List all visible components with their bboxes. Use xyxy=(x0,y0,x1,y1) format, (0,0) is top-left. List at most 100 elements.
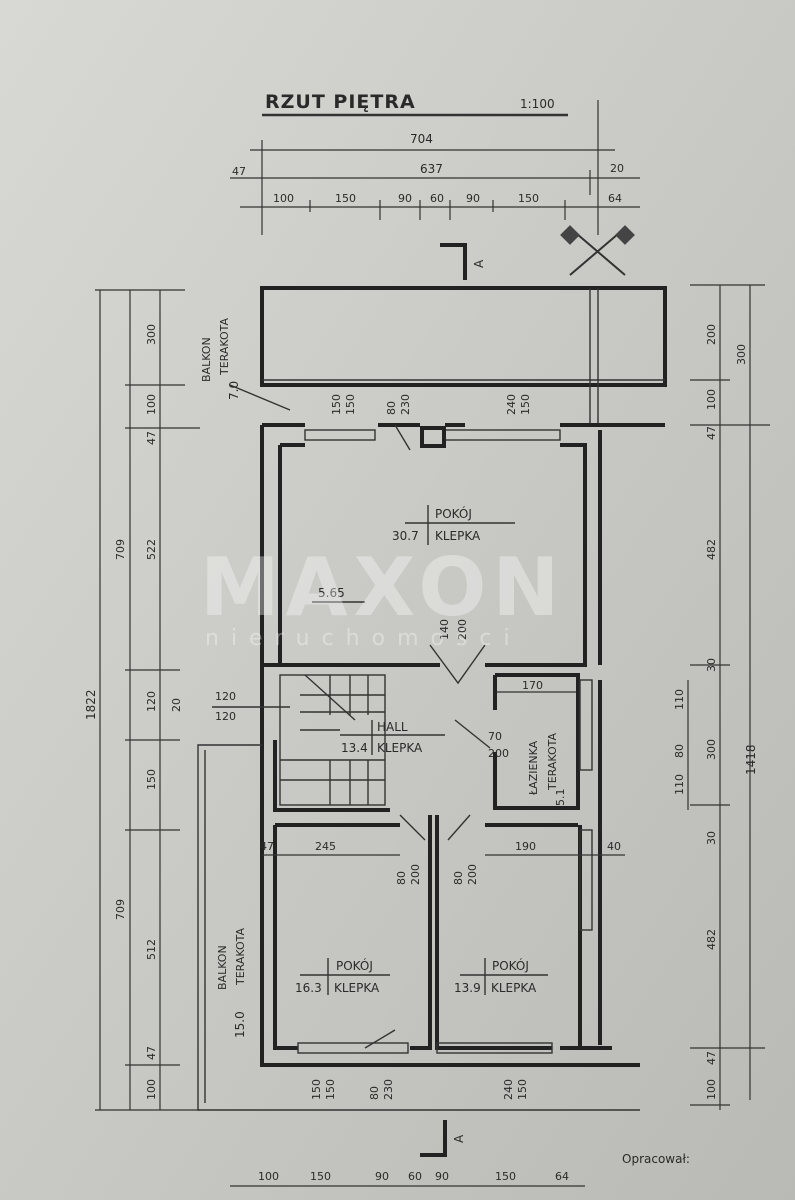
dim-right-offset: 20 xyxy=(610,162,624,175)
svg-text:240: 240 xyxy=(505,394,518,415)
balcony-top-area: 7.0 xyxy=(227,381,241,400)
svg-text:230: 230 xyxy=(382,1079,395,1100)
svg-text:60: 60 xyxy=(408,1170,422,1183)
svg-text:TERAKOTA: TERAKOTA xyxy=(546,732,559,791)
svg-text:110: 110 xyxy=(673,774,686,795)
door-swings xyxy=(364,424,491,1049)
svg-text:KLEPKA: KLEPKA xyxy=(435,529,481,543)
svg-text:300: 300 xyxy=(705,739,718,760)
svg-text:80: 80 xyxy=(452,871,465,885)
svg-text:200: 200 xyxy=(466,864,479,885)
svg-text:KLEPKA: KLEPKA xyxy=(377,741,423,755)
svg-text:200: 200 xyxy=(488,747,509,760)
svg-text:230: 230 xyxy=(399,394,412,415)
svg-text:80: 80 xyxy=(395,871,408,885)
svg-text:5.1: 5.1 xyxy=(554,789,567,807)
svg-text:TERAKOTA: TERAKOTA xyxy=(234,927,247,986)
svg-text:150: 150 xyxy=(516,1079,529,1100)
svg-text:300: 300 xyxy=(735,344,748,365)
svg-text:170: 170 xyxy=(522,679,543,692)
svg-text:13.9: 13.9 xyxy=(454,981,481,995)
svg-text:140: 140 xyxy=(438,619,451,640)
svg-text:100: 100 xyxy=(145,394,158,415)
balcony-left: BALKON TERAKOTA 15.0 xyxy=(197,744,640,1111)
svg-text:47: 47 xyxy=(705,426,718,440)
svg-text:150: 150 xyxy=(310,1170,331,1183)
balcony-top-name: BALKON xyxy=(200,337,213,382)
svg-text:POKÓJ: POKÓJ xyxy=(435,506,472,521)
room-right: POKÓJ KLEPKA 13.9 xyxy=(454,958,548,995)
svg-text:150: 150 xyxy=(519,394,532,415)
svg-text:709: 709 xyxy=(114,539,127,560)
room-hall: HALL KLEPKA 13.4 xyxy=(340,720,445,755)
svg-text:120: 120 xyxy=(145,691,158,712)
svg-text:80: 80 xyxy=(385,401,398,415)
watermark-sub: nieruchomości xyxy=(205,626,522,651)
svg-text:1418: 1418 xyxy=(744,744,758,775)
dim-seg: 64 xyxy=(608,192,622,205)
dim-inner-width: 637 xyxy=(420,162,443,176)
left-dimensions: 1822 709 709 300 100 47 522 120 20 150 5… xyxy=(84,289,200,1111)
svg-text:47: 47 xyxy=(705,1051,718,1065)
svg-text:30.7: 30.7 xyxy=(392,529,419,543)
svg-text:A: A xyxy=(452,1134,466,1143)
svg-text:200: 200 xyxy=(409,864,422,885)
svg-text:80: 80 xyxy=(368,1086,381,1100)
svg-text:40: 40 xyxy=(607,840,621,853)
walls xyxy=(260,423,665,1067)
svg-text:709: 709 xyxy=(114,899,127,920)
svg-text:30: 30 xyxy=(705,831,718,845)
svg-text:120: 120 xyxy=(215,710,236,723)
svg-text:47: 47 xyxy=(145,1046,158,1060)
room-bathroom: ŁAZIENKA TERAKOTA 5.1 xyxy=(527,732,567,806)
dim-seg: 90 xyxy=(466,192,480,205)
room-living: POKÓJ KLEPKA 30.7 xyxy=(392,505,515,545)
ventilation-column xyxy=(579,679,593,931)
svg-text:150: 150 xyxy=(310,1079,323,1100)
bottom-dimensions: 100 150 90 60 90 150 64 xyxy=(230,1170,585,1187)
svg-text:190: 190 xyxy=(515,840,536,853)
svg-text:100: 100 xyxy=(145,1079,158,1100)
svg-text:110: 110 xyxy=(673,689,686,710)
svg-text:200: 200 xyxy=(705,324,718,345)
staircase xyxy=(279,674,386,806)
svg-text:200: 200 xyxy=(456,619,469,640)
svg-text:245: 245 xyxy=(315,840,336,853)
right-dimensions: 200 100 47 482 30 110 80 110 30 482 47 1… xyxy=(673,284,770,1110)
svg-text:KLEPKA: KLEPKA xyxy=(334,981,380,995)
svg-text:522: 522 xyxy=(145,539,158,560)
svg-text:482: 482 xyxy=(705,539,718,560)
svg-text:150: 150 xyxy=(324,1079,337,1100)
balcony-top: BALKON TERAKOTA 7.0 xyxy=(200,286,667,425)
top-dimensions: 704 637 47 20 100 150 90 60 90 150 64 xyxy=(230,100,640,235)
balcony-top-floor: TERAKOTA xyxy=(218,317,231,376)
dim-left-offset: 47 xyxy=(232,165,246,178)
svg-text:150: 150 xyxy=(344,394,357,415)
svg-text:1822: 1822 xyxy=(84,689,98,720)
svg-text:30: 30 xyxy=(705,658,718,672)
svg-text:ŁAZIENKA: ŁAZIENKA xyxy=(527,740,540,796)
svg-text:64: 64 xyxy=(555,1170,569,1183)
opening-labels: 150 150 80 230 240 150 140 200 120 120 7… xyxy=(212,394,532,1100)
section-marker-bottom: A xyxy=(420,1120,466,1157)
svg-text:POKÓJ: POKÓJ xyxy=(492,958,529,973)
svg-text:150: 150 xyxy=(330,394,343,415)
windows xyxy=(297,426,561,1054)
author-label: Opracował: xyxy=(622,1152,690,1166)
dim-seg: 60 xyxy=(430,192,444,205)
svg-text:POKÓJ: POKÓJ xyxy=(336,958,373,973)
svg-text:80: 80 xyxy=(673,744,686,758)
svg-text:240: 240 xyxy=(502,1079,515,1100)
room-left: POKÓJ KLEPKA 16.3 xyxy=(295,958,390,995)
watermark-brand: MAXON xyxy=(200,541,565,634)
svg-text:KLEPKA: KLEPKA xyxy=(491,981,537,995)
svg-text:BALKON: BALKON xyxy=(216,945,229,990)
svg-text:120: 120 xyxy=(215,690,236,703)
dim-seg: 100 xyxy=(273,192,294,205)
svg-text:300: 300 xyxy=(145,324,158,345)
svg-text:482: 482 xyxy=(705,929,718,950)
inner-dimensions: 170 245 47 190 40 xyxy=(260,679,625,856)
svg-text:A: A xyxy=(472,259,486,268)
